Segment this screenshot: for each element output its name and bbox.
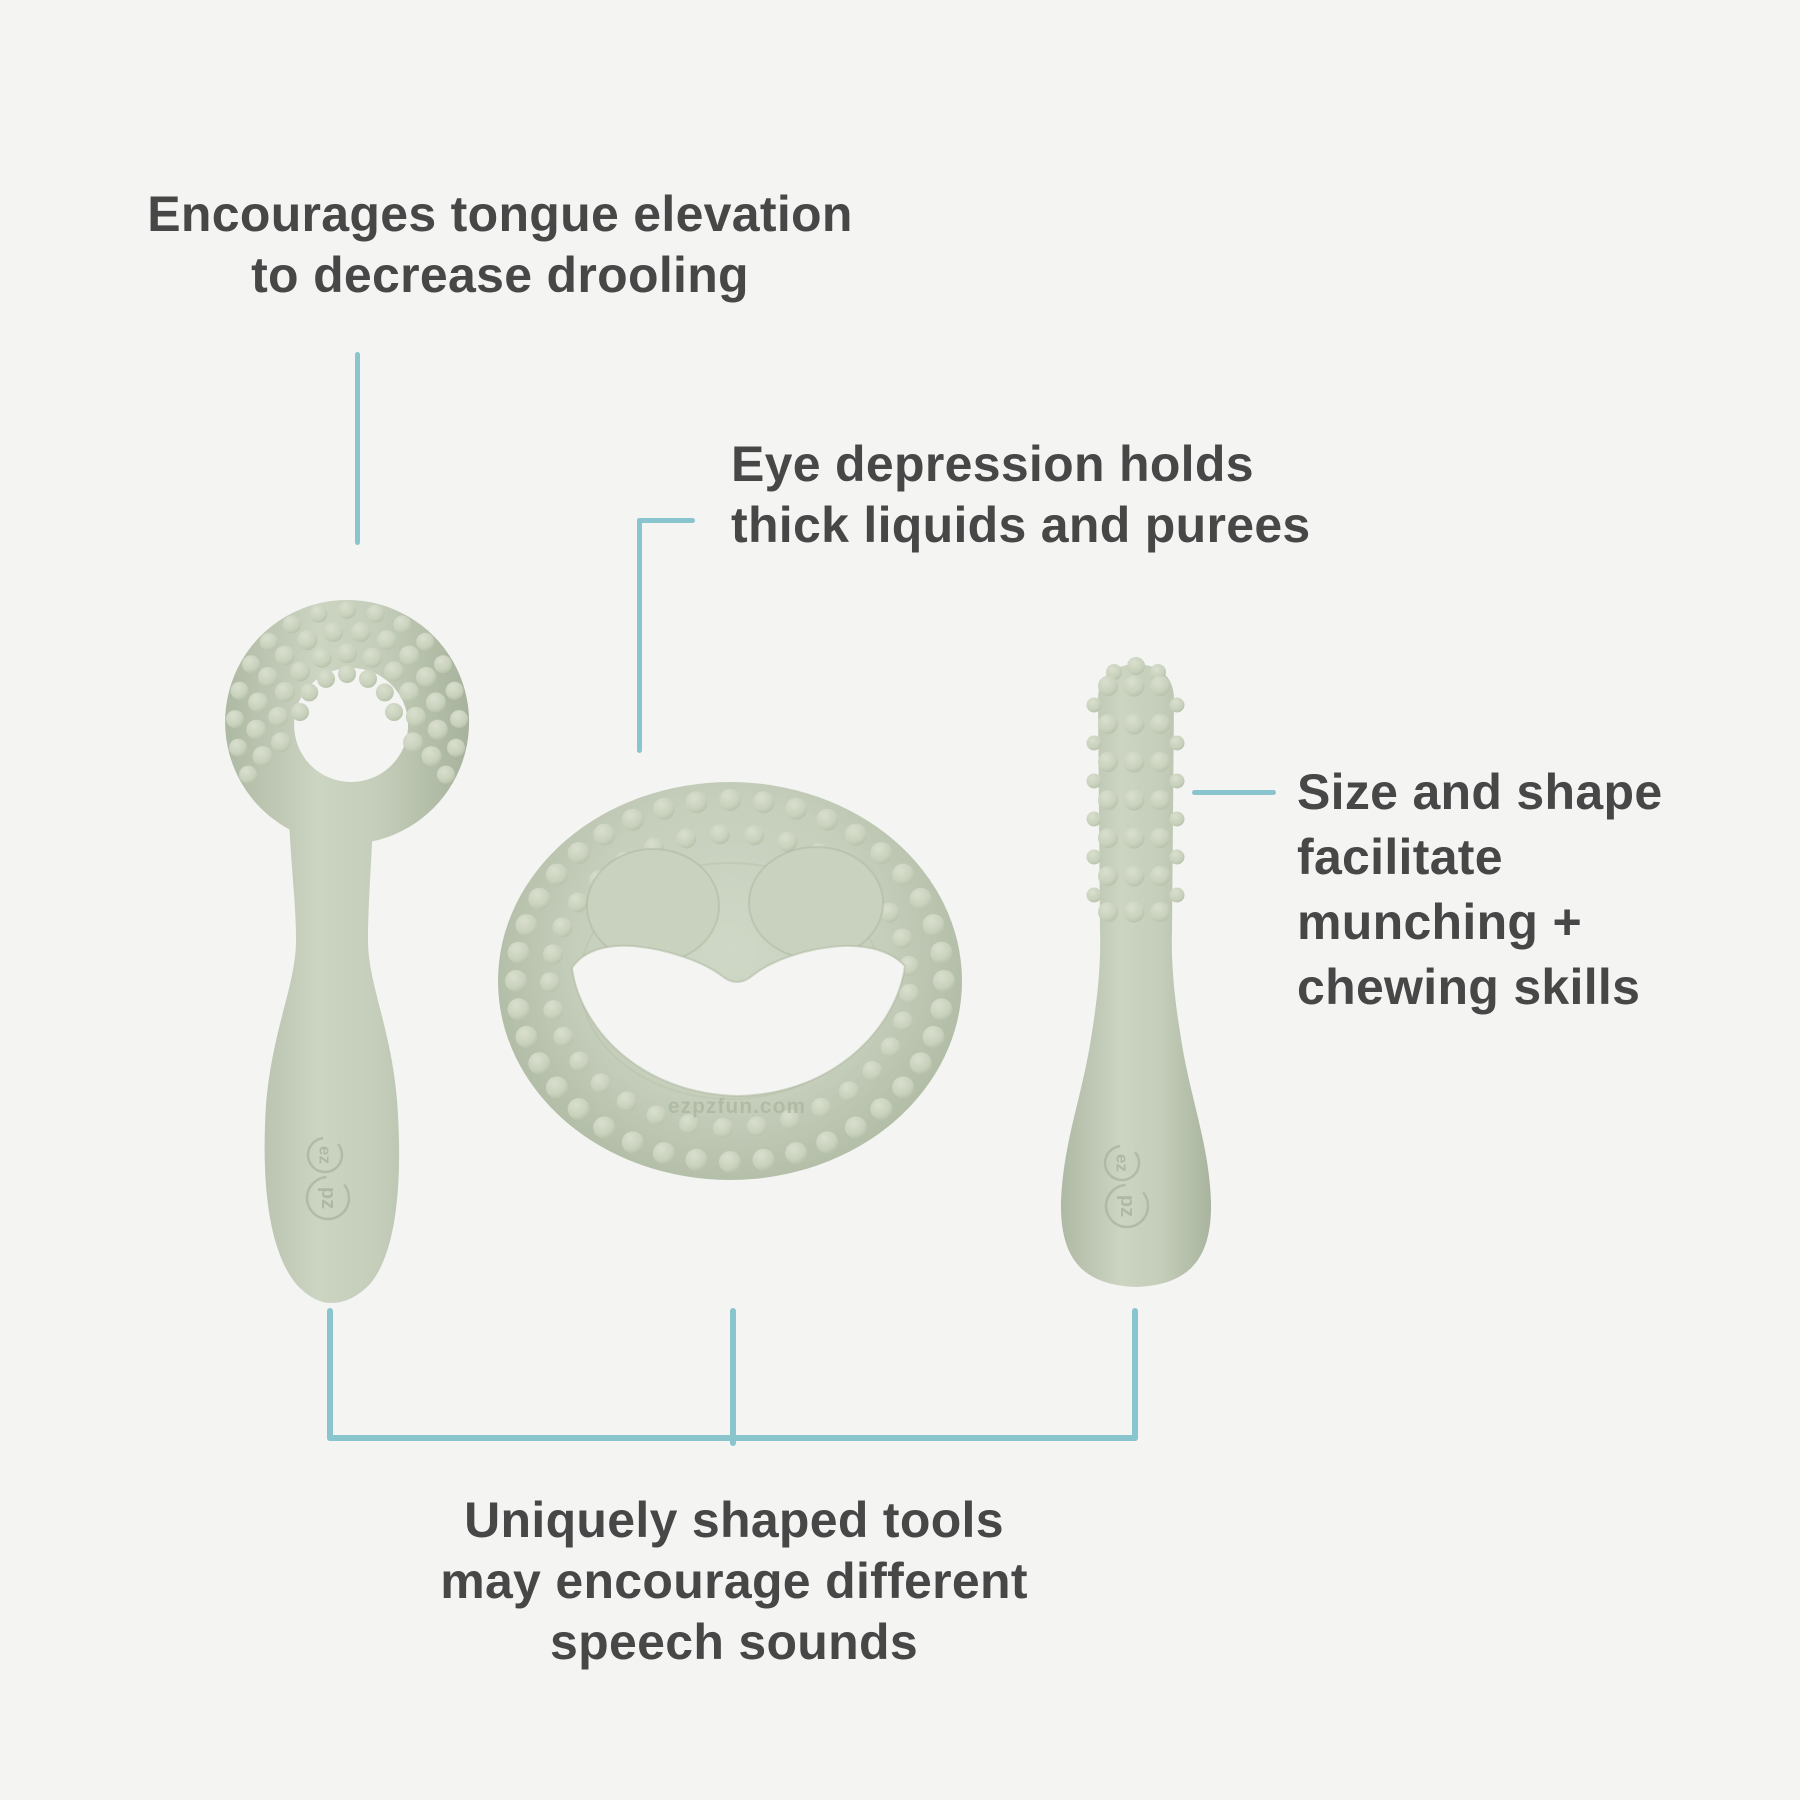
bracket-horizontal [327,1435,1138,1441]
annotation-tongue-elevation: Encourages tongue elevation to decrease … [130,184,870,306]
ezpz-logo: ez pz [1103,1144,1150,1229]
eye-depression-left [586,848,720,964]
callout-line-eye-horizontal [637,518,695,523]
texture-bumps-stick [1086,657,1185,923]
callout-line-tongue [355,352,360,545]
annotation-line: munching + [1297,894,1582,950]
brand-url-emboss: ezpzfun.com [668,1095,806,1118]
annotation-line: chewing skills [1297,959,1641,1015]
annotation-line: Uniquely shaped tools [464,1492,1004,1548]
bracket-middle-prong [730,1308,736,1446]
annotation-line: Size and shape [1297,764,1663,820]
logo-text-ez: ez [316,1146,335,1164]
texture-bumps-ring [226,601,468,784]
annotation-line: speech sounds [550,1614,918,1670]
stick-chew-tool: ez pz [1060,657,1212,1287]
bracket-right-prong [1132,1308,1138,1441]
eye-depression-right [748,846,884,960]
logo-text-pz: pz [317,1187,339,1209]
ring-wand-tool: ez pz [225,600,470,1303]
oval-teether-tool: ezpzfun.com [498,782,962,1180]
texture-bumps-oval [505,789,955,1173]
smile-handle-cutout [570,944,907,1098]
annotation-unique-tools: Uniquely shaped tools may encourage diff… [334,1490,1134,1673]
annotation-eye-depression: Eye depression holds thick liquids and p… [731,434,1311,556]
annotation-line: Encourages tongue elevation [147,186,853,242]
logo-text-ez: ez [1113,1154,1132,1172]
annotation-line: may encourage different [440,1553,1028,1609]
bracket-left-prong [327,1308,333,1441]
logo-text-pz: pz [1116,1195,1138,1217]
annotation-size-shape: Size and shape facilitate munching + che… [1297,760,1662,1020]
callout-line-eye-vertical [637,518,642,753]
annotation-line: thick liquids and purees [731,497,1311,553]
annotation-line: to decrease drooling [251,247,749,303]
ezpz-logo: ez pz [305,1136,351,1221]
callout-line-size [1192,790,1276,795]
annotation-line: facilitate [1297,829,1503,885]
annotation-line: Eye depression holds [731,436,1254,492]
